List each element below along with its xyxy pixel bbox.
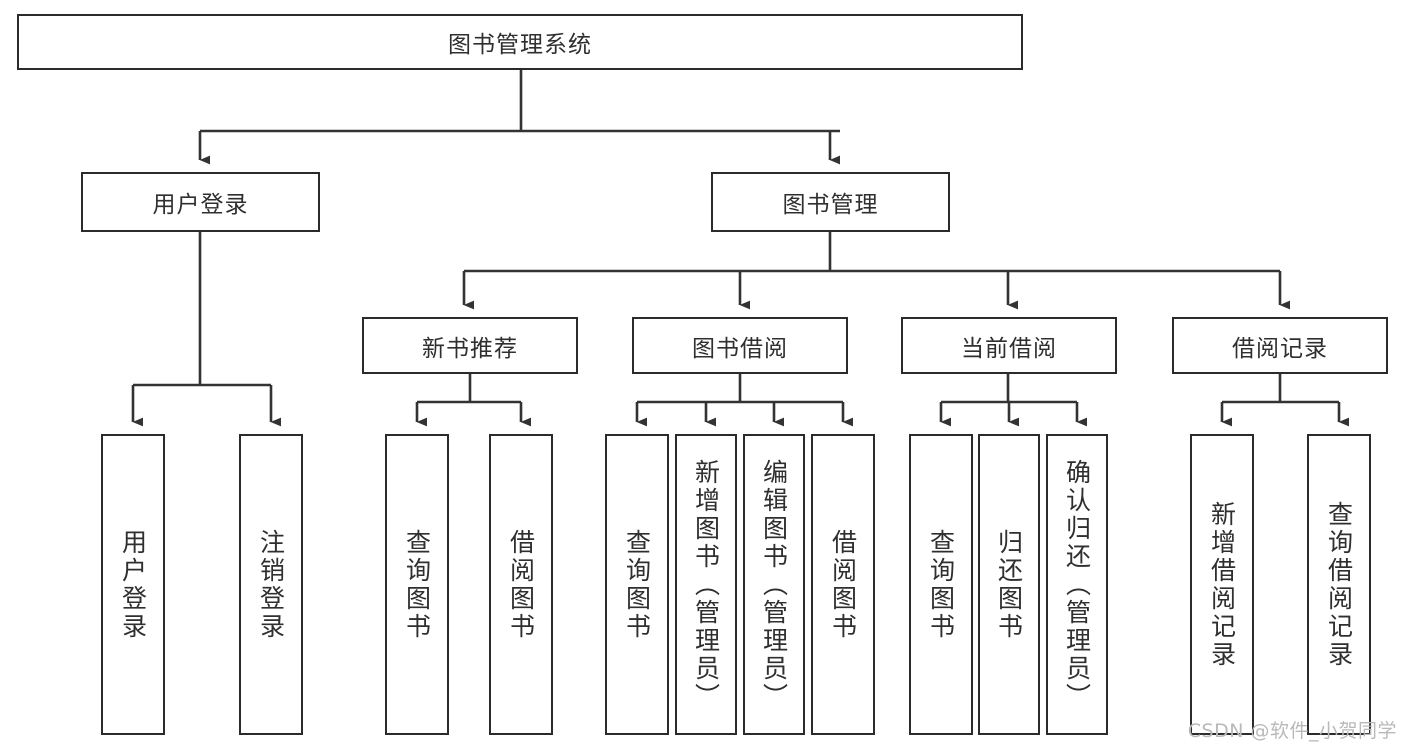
leaf-label: 注销登录 (256, 528, 286, 641)
node-user-login[interactable]: 用户登录 (81, 172, 320, 232)
leaf-user-login-login[interactable]: 用户登录 (101, 434, 165, 735)
leaf-label: 用户登录 (118, 528, 148, 641)
node-user-login-label: 用户登录 (152, 192, 249, 218)
leaf-label: 编辑图书（管理员） (759, 458, 789, 711)
leaf-borrow-record-query[interactable]: 查询借阅记录 (1307, 434, 1371, 735)
watermark: CSDN @软件_小贺同学 (1187, 720, 1397, 742)
leaf-borrow-record-add[interactable]: 新增借阅记录 (1190, 434, 1254, 735)
leaf-book-borrow-query[interactable]: 查询图书 (605, 434, 669, 735)
leaf-label: 查询借阅记录 (1324, 500, 1354, 669)
node-new-book-recommend[interactable]: 新书推荐 (362, 317, 578, 374)
node-root-label: 图书管理系统 (448, 32, 592, 58)
leaf-new-book-query[interactable]: 查询图书 (385, 434, 449, 735)
node-new-book-recommend-label: 新书推荐 (422, 335, 518, 362)
leaf-label: 查询图书 (926, 528, 956, 641)
leaf-current-borrow-query[interactable]: 查询图书 (909, 434, 973, 735)
node-book-borrow[interactable]: 图书借阅 (632, 317, 848, 374)
leaf-label: 借阅图书 (828, 528, 858, 641)
node-book-borrow-label: 图书借阅 (692, 335, 788, 362)
leaf-label: 新增图书（管理员） (691, 458, 721, 711)
leaf-label: 新增借阅记录 (1207, 500, 1237, 669)
leaf-label: 借阅图书 (506, 528, 536, 641)
node-book-management[interactable]: 图书管理 (711, 172, 950, 232)
node-root[interactable]: 图书管理系统 (17, 14, 1023, 70)
node-current-borrow[interactable]: 当前借阅 (901, 317, 1117, 374)
leaf-label: 确认归还（管理员） (1062, 458, 1092, 711)
leaf-book-borrow-borrow[interactable]: 借阅图书 (811, 434, 875, 735)
leaf-book-borrow-add[interactable]: 新增图书（管理员） (675, 434, 737, 735)
leaf-current-borrow-return[interactable]: 归还图书 (978, 434, 1040, 735)
leaf-label: 查询图书 (622, 528, 652, 641)
node-borrow-record-label: 借阅记录 (1232, 335, 1328, 362)
leaf-current-borrow-confirm-return[interactable]: 确认归还（管理员） (1046, 434, 1108, 735)
node-book-management-label: 图书管理 (782, 192, 879, 218)
node-current-borrow-label: 当前借阅 (961, 335, 1057, 362)
leaf-user-login-logout[interactable]: 注销登录 (239, 434, 303, 735)
leaf-new-book-borrow[interactable]: 借阅图书 (489, 434, 553, 735)
leaf-label: 查询图书 (402, 528, 432, 641)
leaf-book-borrow-edit[interactable]: 编辑图书（管理员） (743, 434, 805, 735)
leaf-label: 归还图书 (994, 528, 1024, 641)
node-borrow-record[interactable]: 借阅记录 (1172, 317, 1388, 374)
